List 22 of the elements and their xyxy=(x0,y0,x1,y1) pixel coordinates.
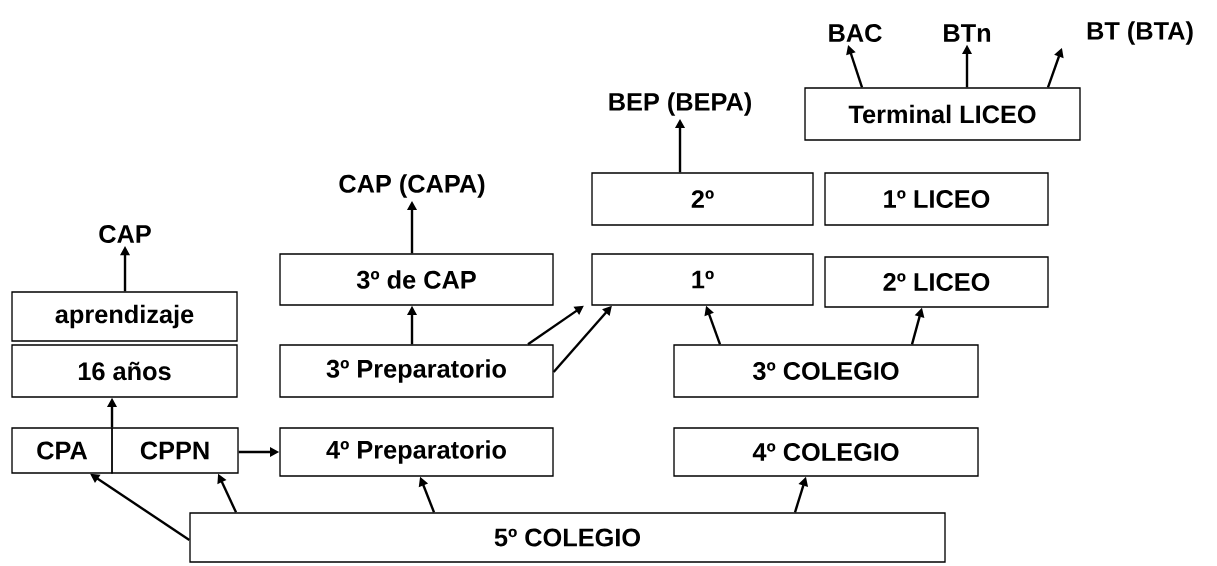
grade-box: aprendizaje xyxy=(11,291,238,342)
grade-box: 16 años xyxy=(11,344,238,398)
qualification-label: CAP (CAPA) xyxy=(339,174,485,198)
grade-box: 2º LICEO xyxy=(824,256,1049,308)
grade-box: CPPN xyxy=(111,427,239,474)
arrow xyxy=(527,305,584,346)
grade-box: 5º COLEGIO xyxy=(189,512,946,563)
qualification-label: CAP xyxy=(99,225,151,243)
qualification-label: BTn xyxy=(944,24,991,42)
grade-box: 1º xyxy=(591,253,814,306)
grade-box: 1º LICEO xyxy=(824,172,1049,226)
qualification-label: BT (BTA) xyxy=(1087,21,1193,45)
grade-box: Terminal LICEO xyxy=(804,87,1081,141)
grade-box: CPA xyxy=(11,427,113,474)
qualification-label: BAC xyxy=(829,24,882,42)
grade-box: 3º Preparatorio xyxy=(279,344,554,398)
grade-box: 3º de CAP xyxy=(279,253,554,306)
grade-box: 4º Preparatorio xyxy=(279,427,554,477)
grade-box: 2º xyxy=(591,172,814,226)
qualification-label: BEP (BEPA) xyxy=(609,92,751,116)
grade-box: 4º COLEGIO xyxy=(673,427,979,477)
grade-box: 3º COLEGIO xyxy=(673,344,979,398)
